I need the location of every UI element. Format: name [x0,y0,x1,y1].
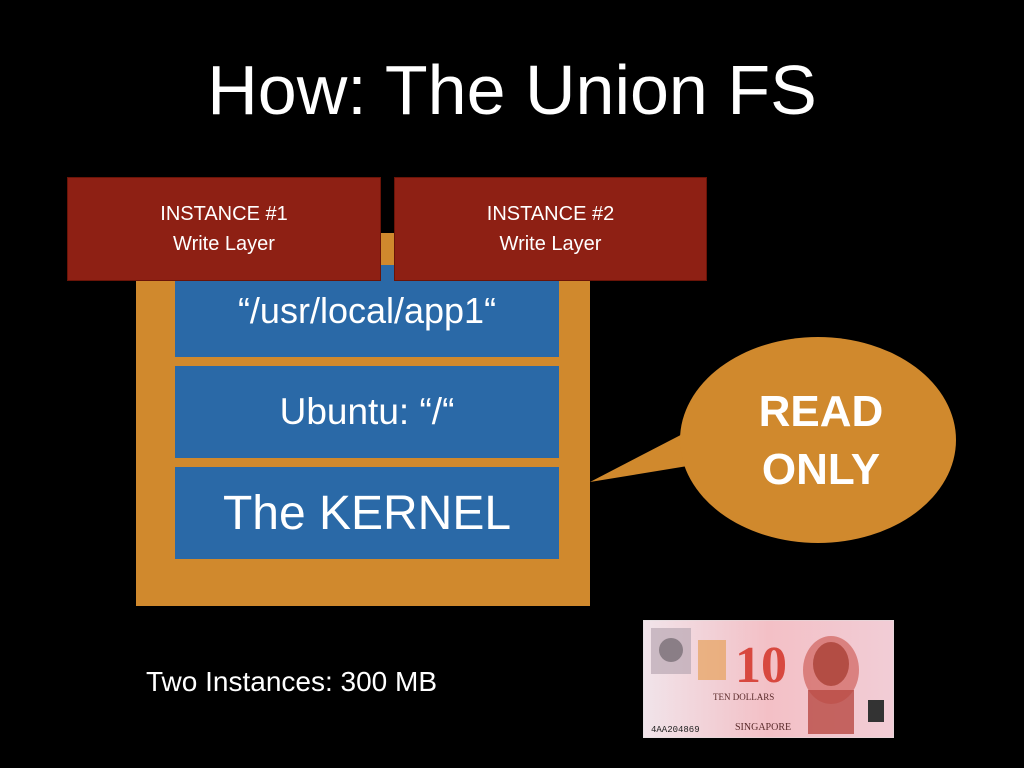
slide-title: How: The Union FS [207,51,817,129]
callout-bubble [680,337,956,543]
banknote-denomination: 10 [735,637,787,694]
write-layer-instance-1: INSTANCE #1 Write Layer [67,177,381,281]
banknote-country: SINGAPORE [735,722,791,733]
layer-ubuntu: Ubuntu: “/“ [175,366,559,458]
instances-size-note: Two Instances: 300 MB [146,666,438,697]
layer-kernel: The KERNEL [175,467,559,559]
write-layer-1-subtitle: Write Layer [173,233,275,255]
write-layer-instance-2: INSTANCE #2 Write Layer [394,177,707,281]
read-only-line-1: READ [758,387,884,436]
banknote-words: TEN DOLLARS [713,692,774,702]
read-only-line-2: ONLY [761,445,881,494]
write-layer-1-title: INSTANCE #1 [160,203,288,225]
banknote-serial: 4AA204869 [651,725,700,735]
write-layer-2-title: INSTANCE #2 [486,203,615,225]
read-only-label: READ ONLY [686,383,956,499]
write-layer-2-subtitle: Write Layer [499,233,602,255]
banknote-image: 10 TEN DOLLARS SINGAPORE 4AA204869 [643,620,894,738]
